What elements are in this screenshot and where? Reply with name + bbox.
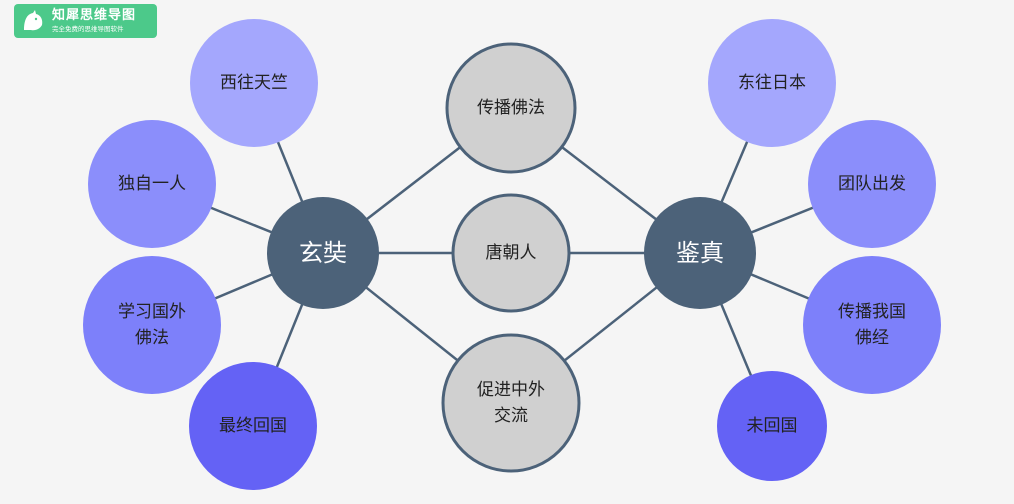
left-item-node-4-label: 最终回国: [219, 416, 287, 436]
left-item-node-4-circle: [189, 362, 317, 490]
left-item-node-2-label: 独自一人: [118, 174, 186, 194]
left-item-node-1[interactable]: 西往天竺: [190, 19, 318, 147]
left-item-node-3-circle: [83, 256, 221, 394]
right-hub-node-label: 鉴真: [676, 239, 724, 267]
right-item-node-1-circle: [708, 19, 836, 147]
right-item-node-4[interactable]: 未回国: [717, 371, 827, 481]
right-item-node-4-circle: [717, 371, 827, 481]
right-item-node-4-label: 未回国: [747, 416, 798, 436]
left-item-node-3-label: 学习国外: [118, 302, 186, 322]
right-item-node-3-label: 佛经: [855, 328, 889, 348]
left-hub-node[interactable]: 玄奘: [267, 197, 379, 309]
right-item-node-1-label: 东往日本: [738, 73, 806, 93]
left-item-node-2[interactable]: 独自一人: [88, 120, 216, 248]
shared-node-1-circle: [445, 42, 577, 174]
shared-node-1[interactable]: 传播佛法: [445, 42, 577, 174]
left-hub-node-label: 玄奘: [299, 239, 347, 267]
right-item-node-2-label: 团队出发: [838, 174, 906, 194]
logo-title: 知犀思维导图: [52, 8, 137, 24]
logo: 知犀思维导图 完全免费的思维导图软件: [14, 4, 157, 38]
logo-subtitle: 完全免费的思维导图软件: [52, 24, 124, 33]
shared-node-3-circle: [441, 333, 581, 473]
right-item-node-3-label: 传播我国: [838, 302, 906, 322]
right-hub-node[interactable]: 鉴真: [644, 197, 756, 309]
shared-node-2[interactable]: 唐朝人: [451, 193, 571, 313]
right-item-node-3-circle: [803, 256, 941, 394]
left-item-node-4[interactable]: 最终回国: [189, 362, 317, 490]
left-item-node-1-label: 西往天竺: [220, 73, 288, 93]
right-item-node-2-circle: [808, 120, 936, 248]
shared-node-3-label: 交流: [494, 406, 528, 426]
shared-node-2-circle: [451, 193, 571, 313]
right-item-node-1[interactable]: 东往日本: [708, 19, 836, 147]
right-hub-node-circle: [644, 197, 756, 309]
left-item-node-3-label: 佛法: [135, 328, 169, 348]
shared-node-1-label: 传播佛法: [477, 98, 545, 118]
shared-node-3-label: 促进中外: [477, 380, 545, 400]
shared-node-2-label: 唐朝人: [486, 242, 537, 263]
rhino-icon: [20, 8, 46, 34]
right-item-node-2[interactable]: 团队出发: [808, 120, 936, 248]
left-hub-node-circle: [267, 197, 379, 309]
left-item-node-2-circle: [88, 120, 216, 248]
left-item-node-1-circle: [190, 19, 318, 147]
